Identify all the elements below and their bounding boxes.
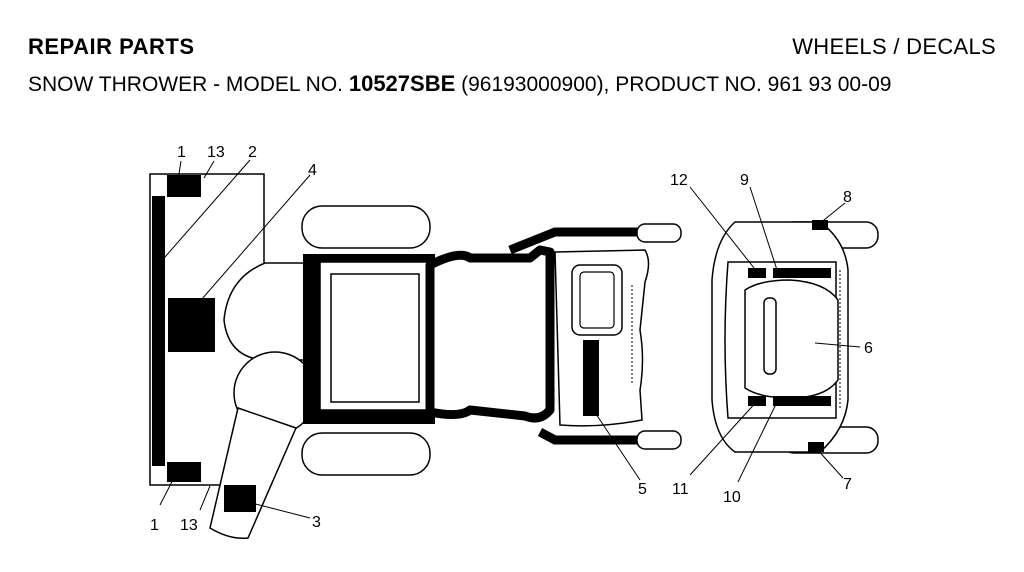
callout-11: 11	[672, 481, 689, 498]
chute-assembly	[209, 262, 317, 540]
callout-13-bottom: 13	[180, 517, 198, 534]
decal-4	[168, 298, 215, 352]
decal-9	[773, 268, 831, 278]
handle-frame	[425, 223, 682, 450]
decal-10	[773, 396, 831, 406]
callout-8: 8	[843, 189, 852, 206]
callout-2: 2	[248, 144, 257, 161]
decal-1-bottom	[167, 462, 201, 482]
engine-body	[303, 254, 435, 424]
subtitle-prefix: SNOW THROWER - MODEL NO.	[28, 73, 349, 96]
callout-6: 6	[864, 340, 873, 357]
leader-lines	[157, 159, 861, 519]
decal-1-top	[167, 175, 201, 197]
callout-13-top: 13	[207, 144, 225, 161]
console-view	[711, 220, 879, 454]
left-view-tires	[301, 205, 431, 476]
callout-5: 5	[638, 481, 647, 498]
callout-12: 12	[670, 172, 688, 189]
decal-5	[583, 340, 599, 416]
callout-1-bottom: 1	[150, 517, 159, 534]
callout-9: 9	[740, 172, 749, 189]
callout-3: 3	[312, 514, 321, 531]
subtitle-suffix: (96193000900), PRODUCT NO. 961 93 00-09	[455, 73, 892, 96]
decal-12	[748, 268, 766, 278]
model-number: 10527SBE	[348, 71, 456, 96]
decal-3	[224, 485, 256, 512]
page-title: WHEELS / DECALS	[792, 34, 996, 59]
model-subtitle: SNOW THROWER - MODEL NO. 10527SBE (96193…	[28, 71, 891, 97]
callout-1-top: 1	[177, 144, 186, 161]
callout-labels: 1 13 2 4 3 1 13 5 12 9 8 6 7 11 10	[150, 144, 873, 534]
callout-4: 4	[308, 162, 317, 179]
control-panel	[554, 249, 650, 427]
callout-7: 7	[843, 476, 852, 493]
callout-10: 10	[723, 489, 741, 506]
section-title: REPAIR PARTS	[28, 34, 195, 59]
